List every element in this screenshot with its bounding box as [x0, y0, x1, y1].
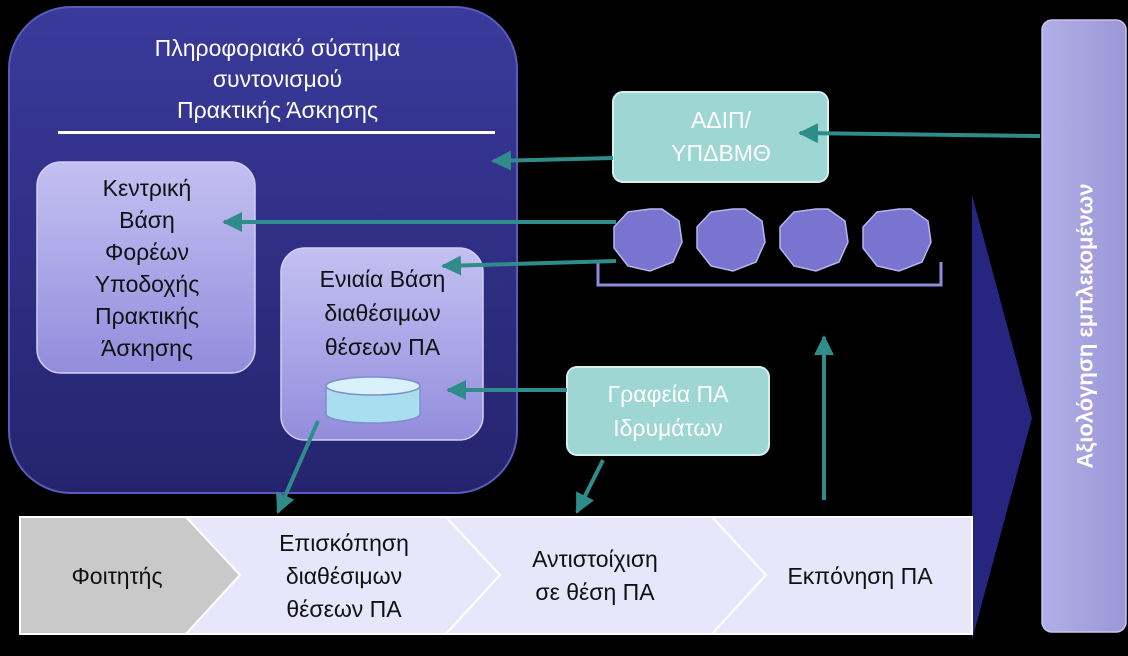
arrow-offices-to-matching [575, 459, 605, 514]
arrow-circles-to-unified [441, 255, 617, 276]
offices-label: Γραφεία ΠΑ Ιδρυμάτων [607, 381, 729, 441]
evaluation-bar [1041, 19, 1127, 633]
adip-label: ΑΔΙΠ/ ΥΠΔΒΜΘ [671, 107, 771, 166]
step-matching-label: Αντιστοίχιση σε θέση ΠΑ [532, 546, 658, 605]
step-thesis-label: Εκπόνηση ΠΑ [787, 562, 933, 589]
adip-box [612, 91, 829, 183]
step-student-label: Φοιτητής [71, 562, 163, 589]
central-base-box [36, 161, 256, 374]
organization-circle-1 [613, 208, 683, 272]
organization-circle-4 [862, 208, 932, 272]
organization-circle-2 [696, 208, 766, 272]
title-divider [58, 131, 495, 134]
evaluation-label-wrapper: Αξιολόγηση εμπλεκομένων [1042, 22, 1128, 630]
organization-circle-3 [779, 208, 849, 272]
arrow-database-to-overview [276, 420, 320, 514]
organizations-bracket [596, 262, 943, 287]
evaluation-label: Αξιολόγηση εμπλεκομένων [1072, 183, 1097, 469]
information-system-title: Πληροφοριακό σύστημα συντονισμού Πρακτικ… [154, 34, 401, 123]
arrow-evaluation-to-adip [798, 123, 1041, 144]
unified-base-label: Ενιαία Βάση διαθέσιμων θέσεων ΠΑ [319, 266, 446, 360]
database-icon [325, 376, 421, 424]
process-big-arrow [972, 195, 1032, 640]
process-step-thesis [709, 516, 973, 635]
step-overview-label: Επισκόπηση διαθέσιμων θέσεων ΠΑ [279, 529, 409, 622]
central-base-label: Κεντρική Βάση Φορέων Υποδοχής Πρακτικής … [94, 175, 200, 361]
arrow-adip-to-system [491, 150, 614, 171]
offices-box [566, 366, 770, 456]
